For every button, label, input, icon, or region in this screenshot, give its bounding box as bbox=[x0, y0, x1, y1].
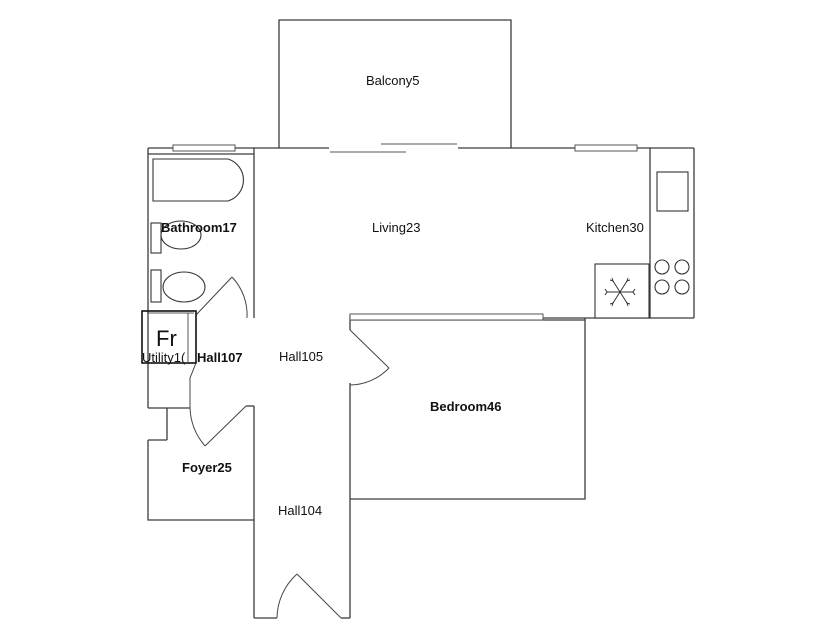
kitchen-walls bbox=[649, 147, 695, 319]
door-main-entrance[interactable] bbox=[254, 573, 350, 619]
toilet-icon bbox=[150, 269, 206, 303]
freezer-icon bbox=[594, 263, 650, 319]
room-label-kitchen: Kitchen30 bbox=[586, 220, 644, 235]
balcony-outline bbox=[278, 19, 512, 148]
room-label-bathroom: Bathroom17 bbox=[161, 220, 237, 235]
room-label-hall104: Hall104 bbox=[278, 503, 322, 518]
stove-burners-icon bbox=[654, 259, 690, 295]
door-foyer[interactable] bbox=[189, 405, 254, 447]
room-label-hall105: Hall105 bbox=[279, 349, 323, 364]
fridge-label: Fr bbox=[156, 326, 177, 351]
fridge-icon: Fr bbox=[141, 310, 197, 364]
window-kitchen bbox=[574, 144, 638, 152]
window-bathroom bbox=[172, 144, 236, 152]
room-label-balcony: Balcony5 bbox=[366, 73, 419, 88]
bathtub-icon bbox=[152, 158, 244, 202]
room-label-bedroom: Bedroom46 bbox=[430, 399, 502, 414]
door-utility[interactable] bbox=[189, 362, 197, 408]
hall107-walls bbox=[148, 407, 190, 441]
kitchen-sink-icon bbox=[656, 171, 689, 212]
sliding-door-balcony[interactable] bbox=[330, 143, 457, 153]
room-label-hall107: Hall107 bbox=[197, 350, 243, 365]
door-bedroom[interactable] bbox=[349, 329, 390, 386]
bathroom-walls bbox=[147, 148, 255, 408]
closet-partition bbox=[349, 313, 544, 321]
foyer-walls bbox=[147, 440, 254, 521]
room-label-living: Living23 bbox=[372, 220, 420, 235]
sink-icon bbox=[150, 220, 202, 254]
room-label-utility: Utility1( bbox=[142, 350, 186, 365]
door-bathroom[interactable] bbox=[195, 276, 248, 319]
room-label-foyer: Foyer25 bbox=[182, 460, 232, 475]
